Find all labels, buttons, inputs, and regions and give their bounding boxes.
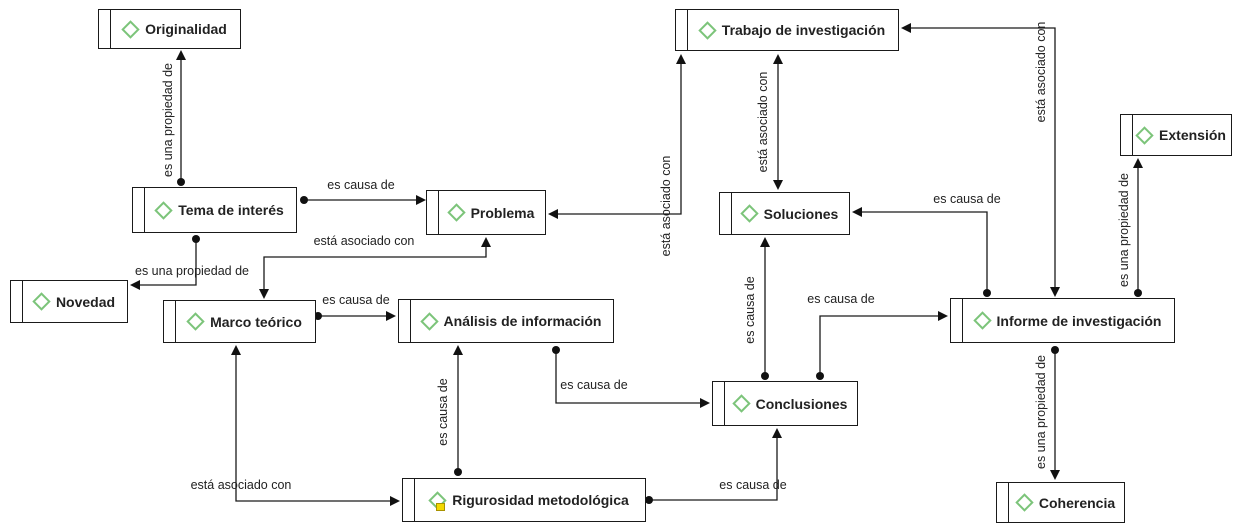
edge-label-problema-trabajo: está asociado con xyxy=(659,156,673,257)
node-label-extension: Extensión xyxy=(1159,127,1226,143)
node-marco-teorico[interactable]: Marco teórico xyxy=(163,300,316,343)
edge-label-trabajo-informe: está asociado con xyxy=(1034,22,1048,123)
node-informe-de-investigacion[interactable]: Informe de investigación xyxy=(950,298,1175,343)
node-extension[interactable]: Extensión xyxy=(1120,114,1232,156)
edge-tema-problema[interactable]: es causa de xyxy=(300,178,426,205)
edge-tema-novedad[interactable]: es una propiedad de xyxy=(130,235,249,290)
concept-diamond-icon xyxy=(32,292,51,311)
node-label-originalidad: Originalidad xyxy=(145,21,227,37)
edge-label-conclusiones-informe: es causa de xyxy=(807,292,874,306)
node-trabajo-de-investigacion[interactable]: Trabajo de investigación xyxy=(675,9,899,51)
edge-label-tema-novedad: es una propiedad de xyxy=(135,264,249,278)
edge-marco-analisis[interactable]: es causa de xyxy=(314,293,396,321)
node-label-problema: Problema xyxy=(470,204,535,221)
concept-diamond-icon xyxy=(154,200,173,220)
edge-rigurosidad-conclusiones[interactable]: es causa de xyxy=(645,428,787,504)
edge-label-tema-originalidad: es una propiedad de xyxy=(161,63,175,177)
concept-diamond-icon xyxy=(446,203,466,222)
edge-label-analisis-conclusiones: es causa de xyxy=(560,378,627,392)
node-conclusiones[interactable]: Conclusiones xyxy=(712,381,858,426)
edge-label-marco-analisis: es causa de xyxy=(322,293,389,307)
concept-diamond-icon xyxy=(1135,125,1154,145)
edge-trabajo-soluciones[interactable]: está asociado con xyxy=(756,54,783,190)
edge-conclusiones-informe[interactable]: es causa de xyxy=(807,292,948,380)
concept-diamond-icon xyxy=(739,204,759,223)
edge-label-problema-marco: está asociado con xyxy=(314,234,415,248)
node-label-novedad: Novedad xyxy=(55,293,116,310)
node-label-conclusiones: Conclusiones xyxy=(755,395,848,412)
node-rigurosidad-metodologica[interactable]: Rigurosidad metodológica xyxy=(402,478,646,522)
edge-label-conclusiones-soluciones: es causa de xyxy=(743,276,757,343)
edge-label-informe-extension: es una propiedad de xyxy=(1117,173,1131,287)
concept-diamond-icon xyxy=(731,394,751,413)
node-label-trabajo-de-investigacion: Trabajo de investigación xyxy=(721,22,886,38)
node-coherencia[interactable]: Coherencia xyxy=(996,482,1125,523)
node-label-analisis-de-informacion: Análisis de información xyxy=(443,313,602,329)
node-tema-de-interes[interactable]: Tema de interés xyxy=(132,187,297,233)
concept-diamond-icon xyxy=(972,311,992,330)
concept-diamond-icon xyxy=(121,19,140,39)
edge-problema-marco[interactable]: está asociado con xyxy=(259,234,491,299)
node-label-marco-teorico: Marco teórico xyxy=(210,313,302,330)
edge-label-rigurosidad-conclusiones: es causa de xyxy=(719,478,786,492)
edge-rigurosidad-analisis[interactable]: es causa de xyxy=(436,345,463,476)
node-label-tema-de-interes: Tema de interés xyxy=(178,202,284,218)
node-label-coherencia: Coherencia xyxy=(1038,494,1116,511)
node-originalidad[interactable]: Originalidad xyxy=(98,9,241,49)
edge-informe-soluciones[interactable]: es causa de xyxy=(852,192,1001,297)
edge-informe-coherencia[interactable]: es una propiedad de xyxy=(1034,346,1060,480)
concept-diamond-icon xyxy=(698,20,717,40)
memo-note-icon[interactable] xyxy=(436,503,445,511)
concept-diamond-icon xyxy=(419,311,439,331)
node-label-informe-de-investigacion: Informe de investigación xyxy=(996,312,1162,329)
edge-analisis-conclusiones[interactable]: es causa de xyxy=(552,346,710,408)
edge-marco-rigurosidad[interactable]: está asociado con xyxy=(191,345,400,506)
edge-problema-trabajo[interactable]: está asociado con xyxy=(548,54,686,256)
concept-diamond-icon xyxy=(1015,493,1034,512)
node-problema[interactable]: Problema xyxy=(426,190,546,235)
edge-label-informe-soluciones: es causa de xyxy=(933,192,1000,206)
node-label-soluciones: Soluciones xyxy=(763,205,839,222)
edge-label-informe-coherencia: es una propiedad de xyxy=(1034,355,1048,469)
edge-label-tema-problema: es causa de xyxy=(327,178,394,192)
edge-trabajo-informe[interactable]: está asociado con xyxy=(901,22,1060,297)
node-analisis-de-informacion[interactable]: Análisis de información xyxy=(398,299,614,343)
node-novedad[interactable]: Novedad xyxy=(10,280,128,323)
edge-label-trabajo-soluciones: está asociado con xyxy=(756,72,770,173)
node-label-rigurosidad-metodologica: Rigurosidad metodológica xyxy=(452,492,629,508)
node-soluciones[interactable]: Soluciones xyxy=(719,192,850,235)
edge-conclusiones-soluciones[interactable]: es causa de xyxy=(743,237,770,380)
edge-label-rigurosidad-analisis: es causa de xyxy=(436,378,450,445)
edge-label-marco-rigurosidad: está asociado con xyxy=(191,478,292,492)
edge-tema-originalidad[interactable]: es una propiedad de xyxy=(161,50,186,186)
edge-informe-extension[interactable]: es una propiedad de xyxy=(1117,158,1143,297)
concept-diamond-icon xyxy=(186,312,205,331)
